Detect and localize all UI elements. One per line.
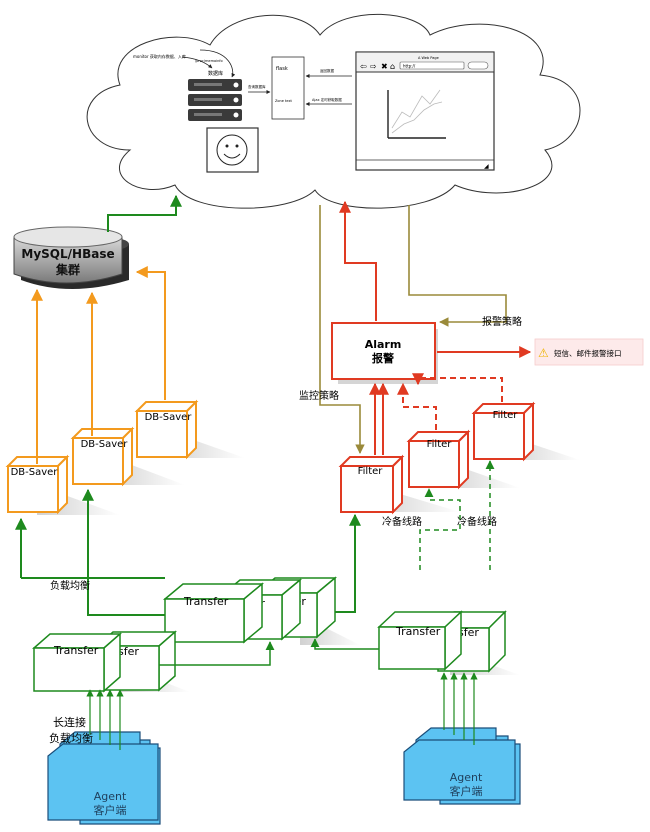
storage-line2: 集群 [55, 262, 80, 277]
flask-box [271, 56, 305, 120]
db-label: 数据库 [208, 70, 223, 77]
transfer-center-group: sfer sfer Transfer [162, 576, 360, 645]
transfer-label: Transfer [53, 644, 99, 657]
close-icon: ✖ [381, 62, 388, 71]
monitor-policy-label: 监控策略 [299, 389, 339, 402]
home-icon: ⌂ [390, 62, 395, 71]
storage-line1: MySQL/HBase [21, 247, 114, 261]
right-transfer-to-center-line [310, 638, 379, 650]
ajax-label: Ajax 定时获取数据 [312, 97, 342, 102]
monitor-note: monitor 获取内存数据、入库 [133, 53, 186, 59]
filter2-to-alarm [397, 382, 437, 430]
standby-line-1 [419, 488, 461, 570]
agent-left-arrows [86, 689, 124, 750]
monitor-policy-line [319, 205, 365, 454]
agent-left-line1: Agent [94, 790, 127, 803]
sync-note: /proc/memoinfo [195, 59, 223, 63]
transfer-label: sfer [118, 645, 139, 658]
alarm-policy-label: 报警策略 [482, 315, 522, 328]
filter-label: Filter [493, 410, 519, 421]
filter-1: Filter [338, 454, 460, 515]
db-saver-1: DB-Saver [5, 454, 120, 515]
zone-label: Zone text [275, 99, 293, 103]
alarm-policy-line [408, 205, 507, 327]
transfer-left-group: sfer Transfer [32, 630, 190, 693]
storage-cluster: MySQL/HBase 集群 [13, 226, 129, 289]
filter-label: Filter [358, 466, 384, 477]
url-bar [399, 61, 465, 70]
db-saver-3: DB-Saver [134, 399, 245, 460]
long-conn-label-2: 负载均衡 [49, 731, 93, 745]
filter-label: Filter [427, 439, 453, 450]
cloud-outline [86, 13, 581, 209]
alarm-box: Alarm 报警 [331, 322, 438, 384]
sms-mail-interface: ⚠ 短信、邮件报警接口 [534, 338, 644, 366]
search-pill [467, 61, 489, 70]
db-saver-label: DB-Saver [81, 439, 129, 450]
resize-icon: ◢ [484, 163, 489, 170]
url-text: http:// [403, 64, 416, 69]
alarm-line1: Alarm [365, 338, 402, 351]
db-saver-2: DB-Saver [70, 426, 185, 487]
query-label: 查询数据库 [248, 84, 266, 89]
left-transfer-to-center-line [159, 641, 275, 666]
agent-right-group: Agent 客户端 [403, 727, 521, 805]
agent-right-line2: 客户端 [450, 784, 483, 798]
browser-window: A Web Page ⇦ ⇨ ✖ ⌂ http:// ◢ [355, 51, 495, 171]
db-server-stack [188, 79, 242, 121]
transfer-label: Transfer [183, 595, 229, 608]
transfer-to-filter-line [335, 513, 361, 613]
standby-label-2: 冷备线路 [457, 515, 497, 528]
saver3-to-storage [135, 266, 166, 400]
forward-icon: ⇨ [370, 62, 377, 71]
agent-right-line1: Agent [450, 771, 483, 784]
agent-left-group: Agent 客户端 [47, 731, 161, 825]
storage-to-cloud [107, 194, 182, 232]
sms-mail-label: 短信、邮件报警接口 [554, 348, 622, 358]
agent-right-arrows [440, 672, 478, 745]
long-conn-label-1: 长连接 [53, 716, 86, 729]
filter-3: Filter [471, 401, 580, 462]
filter3-to-alarm [412, 373, 503, 402]
alarm-to-cloud [339, 200, 377, 321]
alarm-line2: 报警 [372, 351, 394, 365]
flask-label: flask [276, 66, 288, 72]
agent-left-line2: 客户端 [94, 803, 127, 817]
user-avatar-icon [206, 127, 259, 173]
cloud: monitor 获取内存数据、入库 /proc/memoinfo 数据库 fla… [86, 13, 581, 209]
standby-label-1: 冷备线路 [382, 515, 422, 528]
browser-title: A Web Page [418, 56, 439, 60]
warning-icon: ⚠ [538, 346, 549, 360]
back-icon: ⇦ [360, 62, 367, 71]
db-saver-label: DB-Saver [145, 412, 193, 423]
load-balance-label: 负载均衡 [50, 579, 90, 592]
filter-2: Filter [406, 429, 520, 490]
return-label: 返回数据 [320, 68, 334, 73]
transfer-label: sfer [458, 626, 479, 639]
transfer-to-saver2-line [82, 488, 165, 616]
transfer-label: Transfer [395, 625, 441, 638]
transfer-right-group: sfer Transfer [377, 610, 520, 675]
db-saver-label: DB-Saver [11, 467, 59, 478]
